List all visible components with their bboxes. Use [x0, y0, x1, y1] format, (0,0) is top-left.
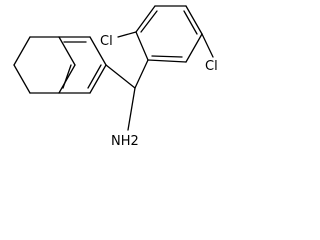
bond [58, 64, 76, 94]
chlorine-top-label: Cl [100, 34, 113, 49]
bond [127, 87, 136, 131]
bond [58, 36, 76, 66]
bond [89, 64, 107, 94]
bond [147, 59, 187, 63]
double-bond-inner [87, 64, 102, 89]
bond [201, 33, 214, 58]
bond [135, 5, 156, 33]
structure-canvas: Cl Cl NH2 [13, 5, 218, 149]
bond [89, 36, 107, 66]
dichlorophenyl-ring [135, 5, 203, 63]
bond [13, 36, 31, 66]
double-bond-inner [183, 10, 198, 35]
chlorine-bottom-label: Cl [205, 59, 218, 74]
double-bond-inner [62, 64, 72, 89]
bond [117, 31, 137, 38]
bond [185, 33, 203, 63]
double-bond-inner [140, 10, 158, 33]
tetralin-aromatic-ring [58, 36, 107, 94]
amine-label: NH2 [111, 134, 139, 149]
bond [105, 64, 136, 89]
bond [134, 59, 149, 89]
bond [135, 31, 149, 61]
saturated-ring [13, 36, 60, 94]
bond [185, 5, 203, 35]
molecule-diagram: Cl Cl NH2 [13, 5, 218, 149]
bond [13, 64, 31, 94]
double-bond-inner [151, 55, 183, 58]
